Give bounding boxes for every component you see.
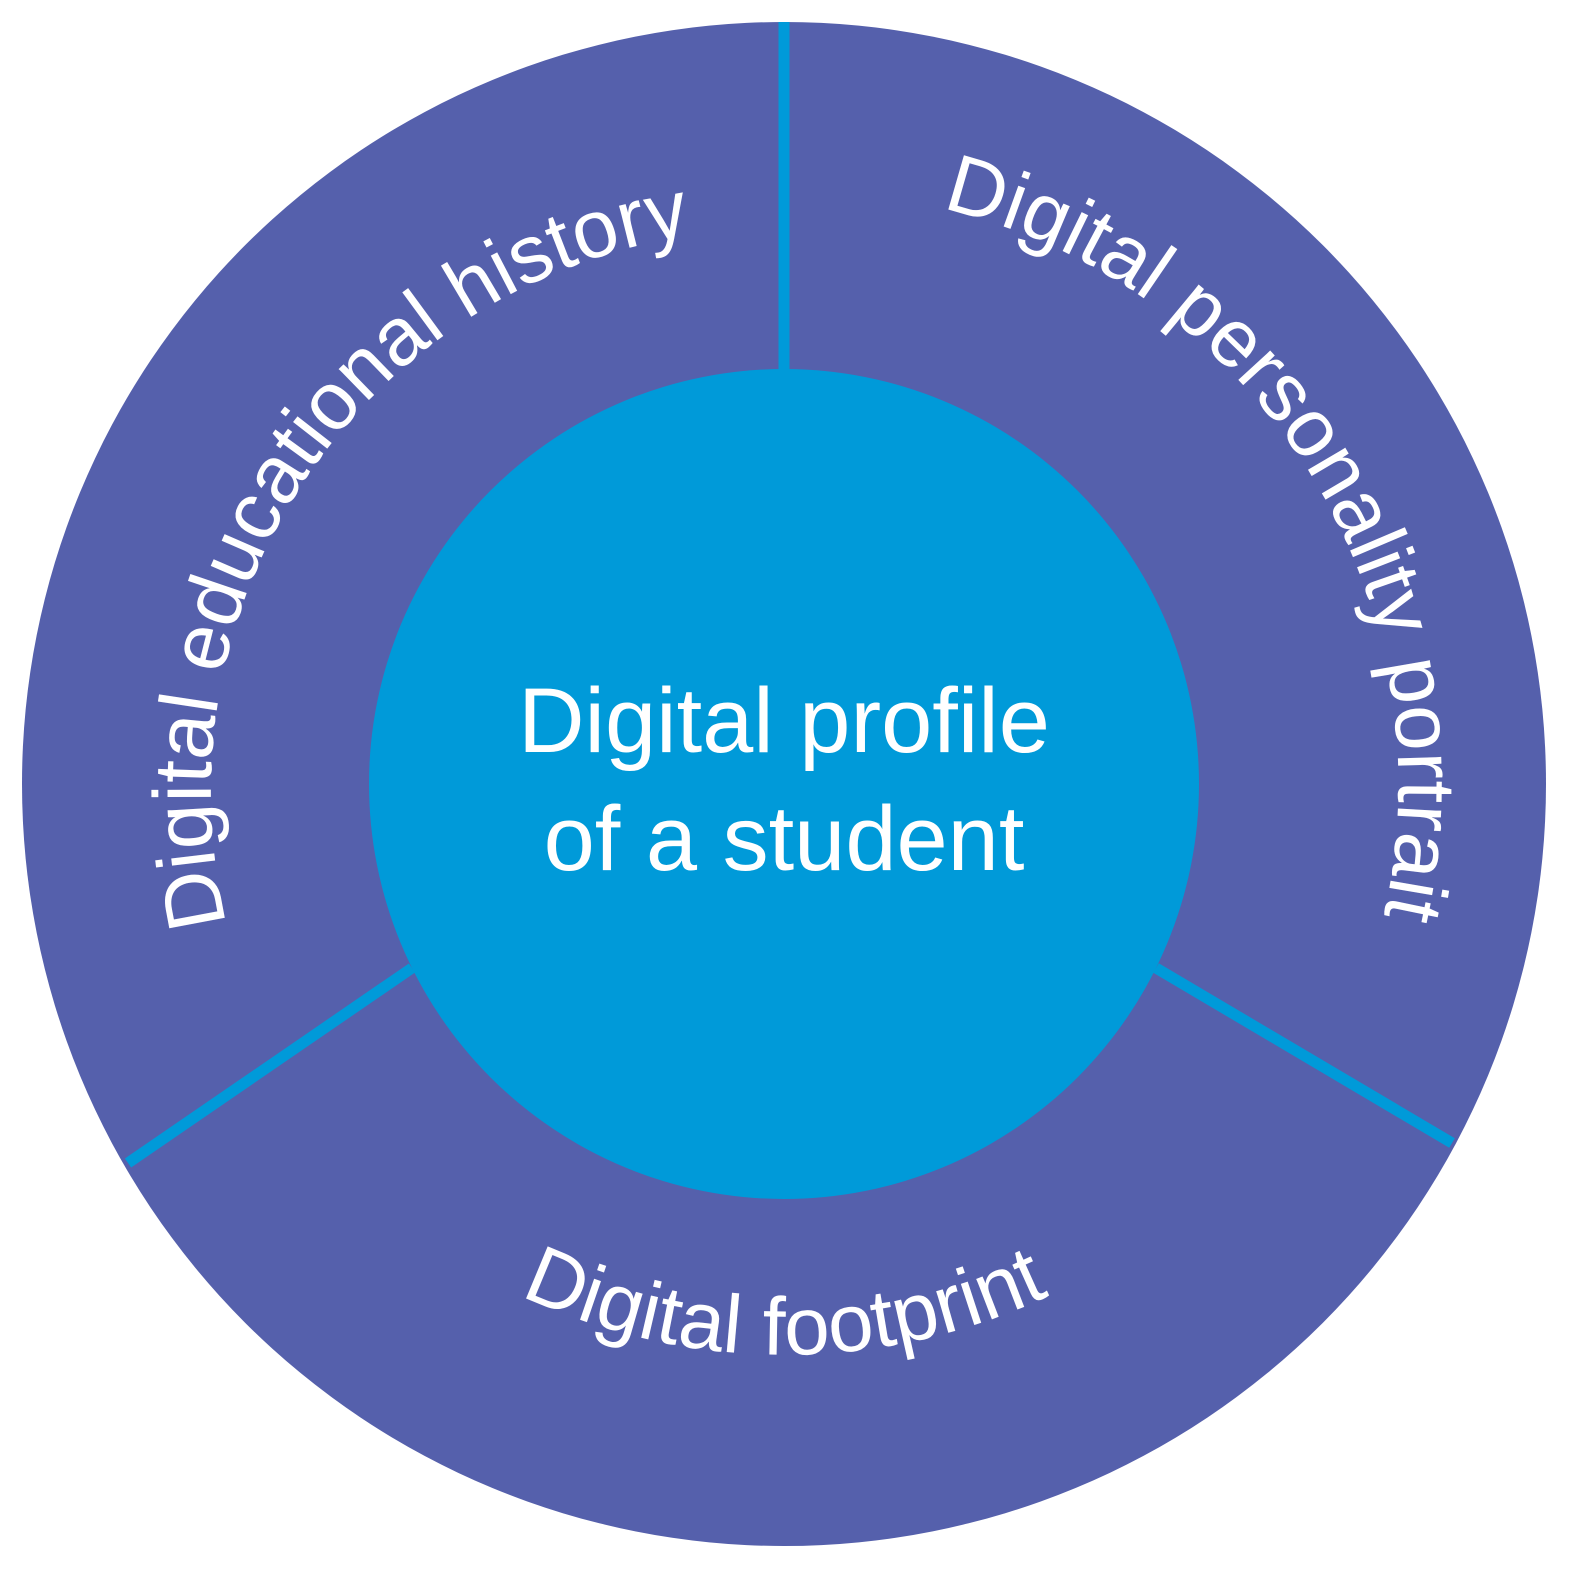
divider-bottom-right [1153,963,1455,1148]
divider-bottom-left [124,963,416,1168]
center-title-line-1: Digital profile [518,670,1050,772]
center-title-line-2: of a student [544,788,1025,890]
center-circle [369,369,1199,1199]
